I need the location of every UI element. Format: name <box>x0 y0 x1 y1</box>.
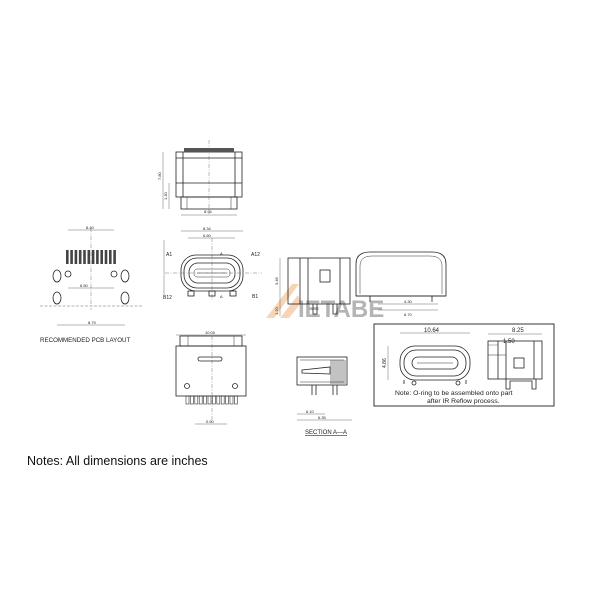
top-view: 8.94 7.80 1.30 <box>157 140 243 216</box>
pcb-layout-label: RECOMMENDED PCB LAYOUT <box>40 337 131 344</box>
oring-callout-box: 10.64 4.86 8.25 1.50 Note: O-ring to be … <box>373 323 555 407</box>
bottom-view: 10.00 0.50 <box>175 330 247 425</box>
oring-note-line2: after IR Reflow process. <box>427 398 500 405</box>
pcb-pad <box>87 250 91 264</box>
dim-label: 4.30 <box>404 299 413 304</box>
bottom-pin <box>203 395 207 405</box>
dim-label: 10.00 <box>205 330 216 335</box>
dim-label: 8.25 <box>512 328 524 334</box>
section-view: 6.10 6.35 SECTION A—A <box>296 356 352 436</box>
notes-text: Notes: All dimensions are inches <box>27 454 208 468</box>
bottom-pin <box>216 395 221 405</box>
front-view: 8.34 6.60 A1 A12 B12 B1 A A <box>163 226 262 301</box>
pin-label-b1: B1 <box>252 294 258 300</box>
section-mark: A <box>220 294 223 299</box>
side-view: 3.46 1.20 <box>274 257 351 316</box>
pin-label-a12: A12 <box>251 252 260 258</box>
pcb-pad <box>100 250 103 264</box>
bottom-pin <box>229 395 234 405</box>
bottom-pin <box>185 395 190 405</box>
dim-label: 1.50 <box>503 339 515 345</box>
pcb-pad <box>83 250 86 264</box>
dim-label: 3.46 <box>274 276 279 285</box>
pcb-pad <box>96 250 99 264</box>
dim-label: 6.35 <box>318 415 327 420</box>
bottom-pin <box>225 395 229 405</box>
dim-label: 8.40 <box>86 225 95 230</box>
pcb-layout: 8.40 6.50 8.79 RECOMMENDED PCB LAYOUT <box>40 225 142 344</box>
dim-label: 1.20 <box>274 306 279 315</box>
pcb-pad <box>66 250 69 264</box>
bottom-pin <box>220 395 225 405</box>
signal-pads <box>66 250 116 264</box>
dim-label: 6.10 <box>306 409 315 414</box>
pcb-pad <box>109 250 112 264</box>
pin-label-b12: B12 <box>163 295 172 301</box>
section-label: SECTION A—A <box>305 430 347 436</box>
pin-label-a1: A1 <box>166 252 172 258</box>
dim-label: 8.94 <box>204 209 213 214</box>
dim-label: 7.80 <box>157 171 162 180</box>
bottom-pin <box>190 395 194 405</box>
dim-label: 6.70 <box>404 312 413 317</box>
bottom-pins <box>185 395 238 405</box>
pcb-pad <box>104 250 108 264</box>
bottom-pin <box>212 395 216 405</box>
bottom-pin <box>207 395 212 405</box>
pcb-pad <box>78 250 82 264</box>
bottom-pin <box>234 395 238 405</box>
watermark-text: IETABE <box>298 296 384 323</box>
dim-label: 6.60 <box>203 233 212 238</box>
section-mark: A <box>220 251 223 256</box>
pcb-pad <box>91 250 95 264</box>
dim-label: 0.50 <box>206 419 215 424</box>
pcb-pad <box>113 250 116 264</box>
watermark-logo: IETABE <box>266 284 384 323</box>
dim-label: 1.30 <box>163 191 168 200</box>
dim-label: 6.50 <box>80 283 89 288</box>
dim-label: 10.64 <box>424 328 440 334</box>
pcb-pad <box>74 250 78 264</box>
oring-note-line1: Note: O-ring to be assembled onto part <box>395 390 513 397</box>
dim-label: 8.34 <box>203 226 212 231</box>
iso-view: 4.30 6.70 <box>355 251 447 317</box>
dim-label: 4.86 <box>382 358 388 368</box>
pcb-pad <box>70 250 73 264</box>
bottom-pin <box>198 395 203 405</box>
dim-label: 8.79 <box>88 320 97 325</box>
bottom-pin <box>194 395 199 405</box>
